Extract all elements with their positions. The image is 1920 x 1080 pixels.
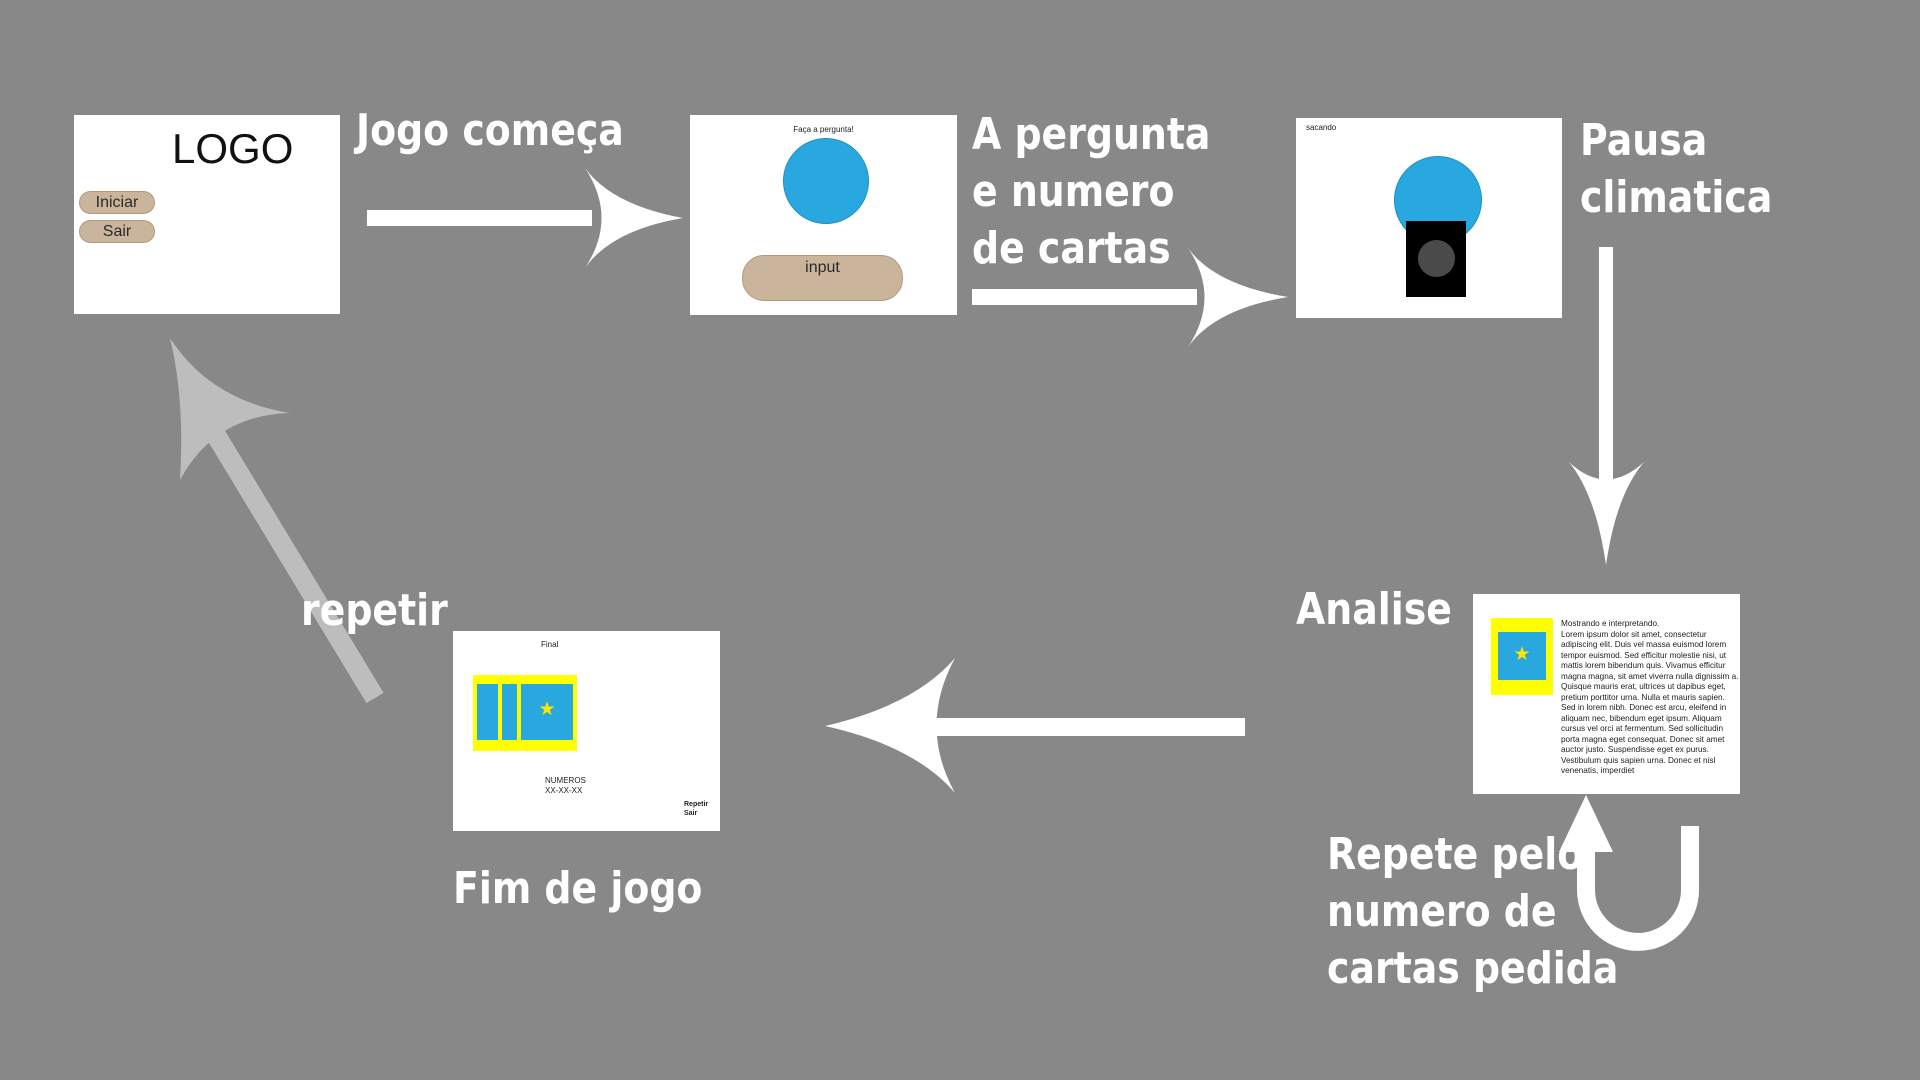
drawing-status: sacando xyxy=(1306,123,1337,132)
card-back xyxy=(1406,221,1466,297)
analysis-body: Lorem ipsum dolor sit amet, consectetur … xyxy=(1561,629,1739,776)
label-question-line-2: e numero xyxy=(972,166,1175,217)
arrow-repeat-loop xyxy=(1559,795,1699,951)
star-icon: ★ xyxy=(538,699,556,720)
start-screen-mockup: LOGO Iniciar Sair xyxy=(74,115,340,314)
label-game-starts: Jogo começa xyxy=(356,105,624,156)
card-back-circle xyxy=(1418,240,1455,277)
arrow-start-to-question xyxy=(367,168,683,268)
question-screen-mockup: Faça a pergunta! input xyxy=(690,115,957,315)
drawing-screen-mockup: sacando xyxy=(1296,118,1562,318)
analysis-text: Mostrando e interpretando. Lorem ipsum d… xyxy=(1561,619,1739,777)
label-repeat-line-1: Repete pelo xyxy=(1327,829,1584,880)
start-button[interactable]: Iniciar xyxy=(79,191,155,214)
final-card-spread: ★ xyxy=(473,675,577,751)
final-title: Final xyxy=(541,640,559,649)
final-exit-button[interactable]: Sair xyxy=(684,810,698,817)
analysis-card-face: ★ xyxy=(1498,632,1546,680)
star-icon: ★ xyxy=(1513,644,1531,665)
final-screen-mockup: Final ★ NUMEROS XX-XX-XX Repetir Sair xyxy=(453,631,720,831)
label-climactic-pause: Pausa climatica xyxy=(1580,112,1772,226)
final-numbers-value: XX-XX-XX xyxy=(545,786,583,795)
arrow-question-to-drawing xyxy=(972,248,1288,347)
label-repeat-cards: Repete pelo numero de cartas pedida xyxy=(1327,826,1618,997)
label-pause-line-1: Pausa xyxy=(1580,115,1708,166)
analysis-heading: Mostrando e interpretando. xyxy=(1561,619,1660,628)
final-repeat-button[interactable]: Repetir xyxy=(684,801,709,808)
arrow-drawing-to-analysis xyxy=(1569,247,1644,565)
logo-text: LOGO xyxy=(172,125,294,172)
label-repeat-line-2: numero de xyxy=(1327,886,1557,937)
final-card-3: ★ xyxy=(521,684,573,740)
final-numbers-label: NUMEROS xyxy=(545,776,586,785)
analysis-screen-mockup: ★ Mostrando e interpretando. Lorem ipsum… xyxy=(1473,594,1740,794)
exit-button[interactable]: Sair xyxy=(79,220,155,243)
analysis-card: ★ xyxy=(1491,618,1553,695)
label-repeat-line-3: cartas pedida xyxy=(1327,943,1619,994)
arrow-final-to-start xyxy=(170,338,384,704)
label-end-game: Fim de jogo xyxy=(453,863,703,914)
label-question-and-cards: A pergunta e numero de cartas xyxy=(972,106,1210,277)
question-circle xyxy=(783,138,869,224)
label-pause-line-2: climatica xyxy=(1580,172,1773,223)
label-question-line-3: de cartas xyxy=(972,223,1171,274)
question-prompt: Faça a pergunta! xyxy=(793,125,854,134)
arrow-analysis-to-final xyxy=(825,658,1245,793)
label-repeat: repetir xyxy=(301,585,448,636)
final-card-2 xyxy=(502,684,517,740)
label-question-line-1: A pergunta xyxy=(972,109,1211,160)
question-input[interactable]: input xyxy=(742,255,903,301)
final-card-1 xyxy=(477,684,498,740)
label-analysis: Analise xyxy=(1296,584,1452,635)
